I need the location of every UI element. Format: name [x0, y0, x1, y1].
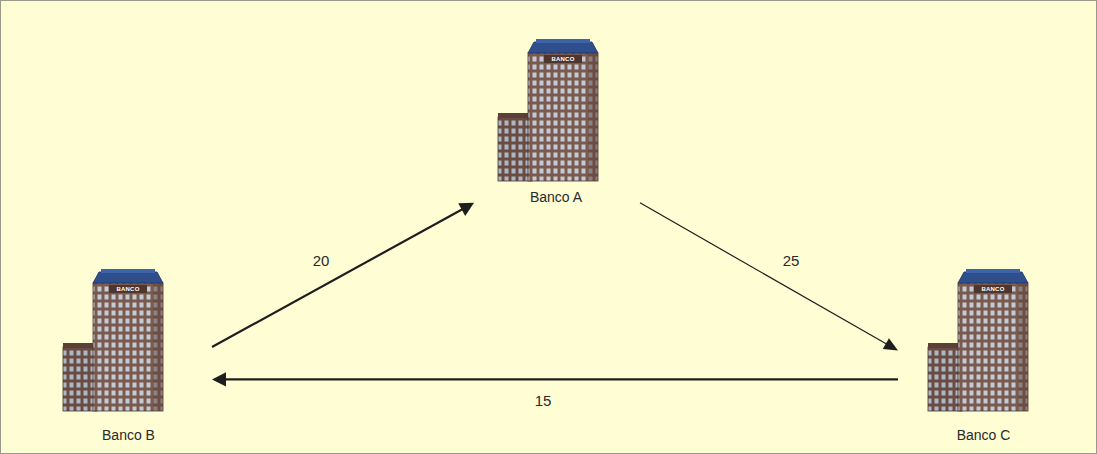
arrow-line — [223, 378, 898, 380]
bank-node: Banco B — [51, 266, 206, 446]
flow-arrow — [212, 203, 474, 347]
flow-arrow — [640, 203, 898, 351]
flow-arrow — [212, 372, 898, 386]
amount-label: 25 — [781, 252, 802, 270]
building-sign: BANCO — [552, 56, 575, 62]
bank-building — [928, 269, 1028, 411]
bank-node: Banco C — [906, 266, 1061, 446]
bank-building — [63, 269, 163, 411]
bank-building — [498, 39, 598, 181]
bank-name: Banco C — [906, 427, 1061, 444]
arrow-line — [212, 208, 464, 347]
arrow-head — [883, 338, 898, 350]
building-sign: BANCO — [982, 286, 1005, 292]
arrow-head — [458, 203, 474, 216]
building-sign: BANCO — [117, 286, 140, 292]
arrow-head — [212, 372, 226, 386]
amount-label: 20 — [311, 252, 332, 270]
bank-name: Banco B — [51, 427, 206, 444]
bank-name: Banco A — [476, 189, 636, 206]
arrow-line — [640, 203, 888, 345]
amount-label: 15 — [533, 392, 554, 410]
